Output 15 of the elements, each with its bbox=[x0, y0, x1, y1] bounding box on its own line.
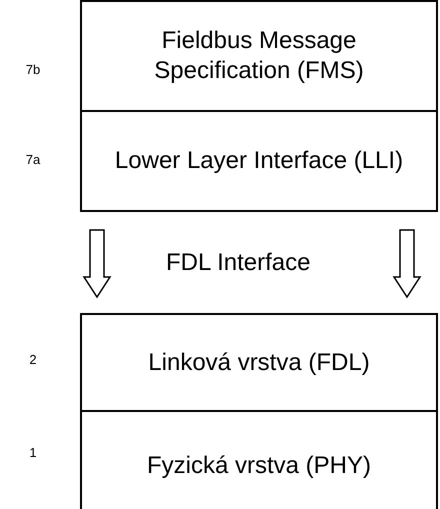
layer-box bbox=[80, 110, 438, 212]
layer-number: 7a bbox=[24, 152, 42, 167]
layer-number: 7b bbox=[24, 62, 42, 77]
layer-box bbox=[80, 313, 438, 412]
layer-box bbox=[80, 0, 438, 112]
interface-label: FDL Interface bbox=[166, 249, 311, 277]
layer-number: 1 bbox=[28, 445, 38, 460]
layer-name: Linková vrstva (FDL) bbox=[147, 348, 371, 378]
layer-name: Fyzická vrstva (PHY) bbox=[146, 451, 372, 481]
layer-name: Lower Layer Interface (LLI) bbox=[114, 146, 404, 176]
layer-name: Fieldbus Message Specification (FMS) bbox=[153, 26, 365, 86]
layer-number: 2 bbox=[28, 352, 38, 367]
hollow-arrow bbox=[392, 229, 422, 298]
hollow-arrow bbox=[82, 229, 112, 298]
layer-box bbox=[80, 410, 438, 509]
